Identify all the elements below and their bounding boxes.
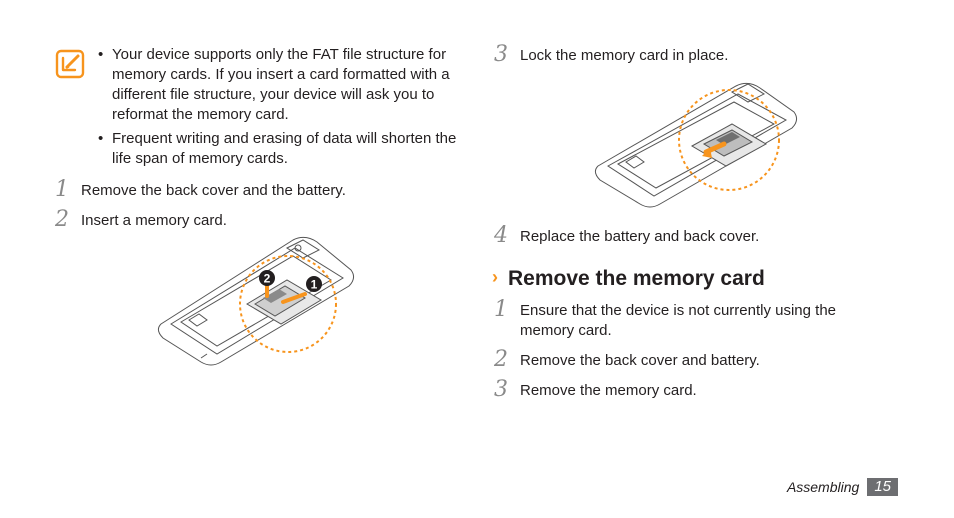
callout-number: 2 bbox=[264, 272, 271, 286]
chevron-right-icon: › bbox=[492, 267, 498, 287]
step-text: Remove the memory card. bbox=[520, 382, 697, 399]
step-number: 2 bbox=[55, 207, 69, 232]
step-text: Remove the back cover and battery. bbox=[520, 352, 760, 369]
note-bullet-text: Your device supports only the FAT file s… bbox=[112, 46, 450, 123]
section-heading: › Remove the memory card bbox=[492, 266, 765, 292]
step-text: Remove the back cover and the battery. bbox=[81, 182, 346, 199]
step-number: 1 bbox=[55, 177, 69, 202]
bullet-glyph: • bbox=[98, 46, 104, 63]
note-list: • Your device supports only the FAT file… bbox=[98, 45, 478, 173]
insert-card-illustration: 2 1 bbox=[157, 236, 355, 366]
lock-card-illustration bbox=[594, 82, 798, 208]
step-text: Lock the memory card in place. bbox=[520, 47, 729, 64]
note-bullet-text: Frequent writing and erasing of data wil… bbox=[112, 130, 457, 167]
page-number: 15 bbox=[867, 478, 898, 496]
step-number: 2 bbox=[494, 347, 508, 372]
page-footer: Assembling 15 bbox=[787, 478, 898, 496]
step-text: Replace the battery and back cover. bbox=[520, 228, 760, 245]
callout-badge bbox=[306, 276, 322, 292]
callout-badge bbox=[259, 270, 275, 286]
step-text: Insert a memory card. bbox=[81, 212, 227, 229]
step-number: 3 bbox=[494, 377, 508, 402]
step-text: Ensure that the device is not currently … bbox=[520, 302, 837, 339]
callout-number: 1 bbox=[311, 278, 318, 292]
step-number: 3 bbox=[494, 42, 508, 67]
footer-section-name: Assembling bbox=[786, 479, 860, 495]
step-number: 4 bbox=[494, 223, 508, 248]
note-icon bbox=[55, 49, 85, 79]
step-number: 1 bbox=[494, 297, 508, 322]
section-title: Remove the memory card bbox=[508, 267, 765, 290]
note-bullet: • Frequent writing and erasing of data w… bbox=[98, 129, 478, 169]
bullet-glyph: • bbox=[98, 130, 104, 147]
note-bullet: • Your device supports only the FAT file… bbox=[98, 45, 478, 125]
